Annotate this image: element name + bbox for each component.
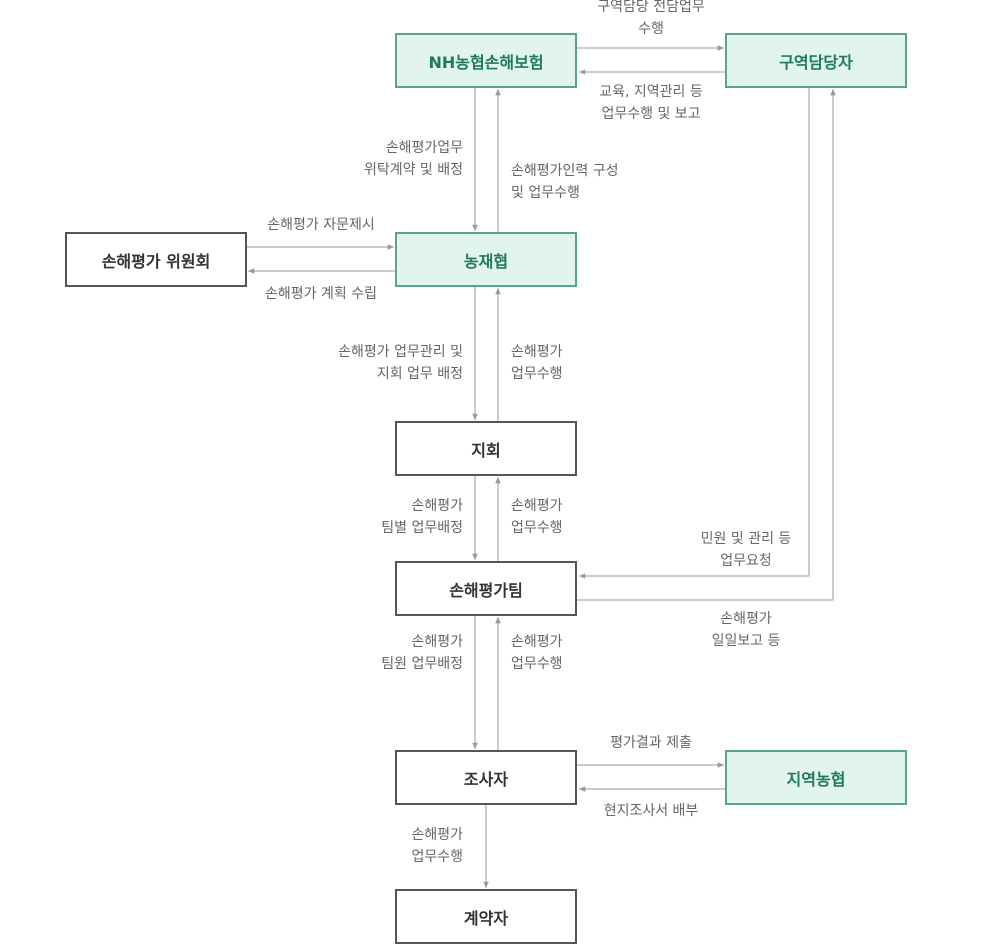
edge-label-team-to-surveyor: 손해평가 팀원 업무배정 xyxy=(381,634,463,672)
edge-label-manager-to-nh: 교육, 지역관리 등 업무수행 및 보고 xyxy=(599,84,703,122)
node-branch-label: 지회 xyxy=(471,440,501,460)
edge-label-manager-to-team: 민원 및 관리 등 업무요청 xyxy=(700,531,792,569)
edge-label-nh-to-nonghyup: 손해평가업무 위탁계약 및 배정 xyxy=(363,140,463,178)
edge-label-branch-to-nonghyup: 손해평가 업무수행 xyxy=(511,344,563,382)
edge-label-surveyor-to-contractor: 손해평가 업무수행 xyxy=(411,827,463,865)
node-local-nh-label: 지역농협 xyxy=(786,769,846,789)
node-team: 손해평가팀 xyxy=(395,561,577,616)
node-committee-label: 손해평가 위원회 xyxy=(101,251,211,271)
edge-label-team-to-branch: 손해평가 업무수행 xyxy=(511,498,563,536)
edge-label-local-to-surveyor: 현지조사서 배부 xyxy=(603,803,699,819)
edge-label-committee-to-nonghyup: 손해평가 자문제시 xyxy=(267,217,375,233)
node-surveyor-label: 조사자 xyxy=(463,769,509,789)
edge-label-surveyor-to-team: 손해평가 업무수행 xyxy=(511,634,563,672)
node-contractor: 계약자 xyxy=(395,889,577,944)
node-district-manager-label: 구역담당자 xyxy=(779,52,853,72)
arrow-manager-to-team xyxy=(579,88,810,579)
arrow-team-to-manager xyxy=(577,89,836,601)
node-nh: NH농협손해보험 xyxy=(395,33,577,88)
node-team-label: 손해평가팀 xyxy=(449,580,523,600)
edge-label-nh-to-manager: 구역담당 전담업무 수행 xyxy=(597,0,705,37)
node-district-manager: 구역담당자 xyxy=(725,33,907,88)
edge-label-team-to-manager: 손해평가 일일보고 등 xyxy=(711,611,781,649)
node-contractor-label: 계약자 xyxy=(463,908,509,928)
node-branch: 지회 xyxy=(395,421,577,476)
edge-label-nonghyup-to-branch: 손해평가 업무관리 및 지회 업무 배정 xyxy=(338,344,463,382)
node-surveyor: 조사자 xyxy=(395,750,577,805)
node-nh-label: NH농협손해보험 xyxy=(428,52,544,72)
node-local-nh: 지역농협 xyxy=(725,750,907,805)
node-nonghyup: 농재협 xyxy=(395,232,577,287)
node-committee: 손해평가 위원회 xyxy=(65,232,247,287)
edge-label-nonghyup-to-nh: 손해평가인력 구성 및 업무수행 xyxy=(511,163,619,201)
node-nonghyup-label: 농재협 xyxy=(463,251,509,271)
edge-label-branch-to-team: 손해평가 팀별 업무배정 xyxy=(381,498,463,536)
edge-label-nonghyup-to-committee: 손해평가 계획 수립 xyxy=(265,286,377,302)
edge-label-surveyor-to-local: 평가결과 제출 xyxy=(610,735,692,751)
